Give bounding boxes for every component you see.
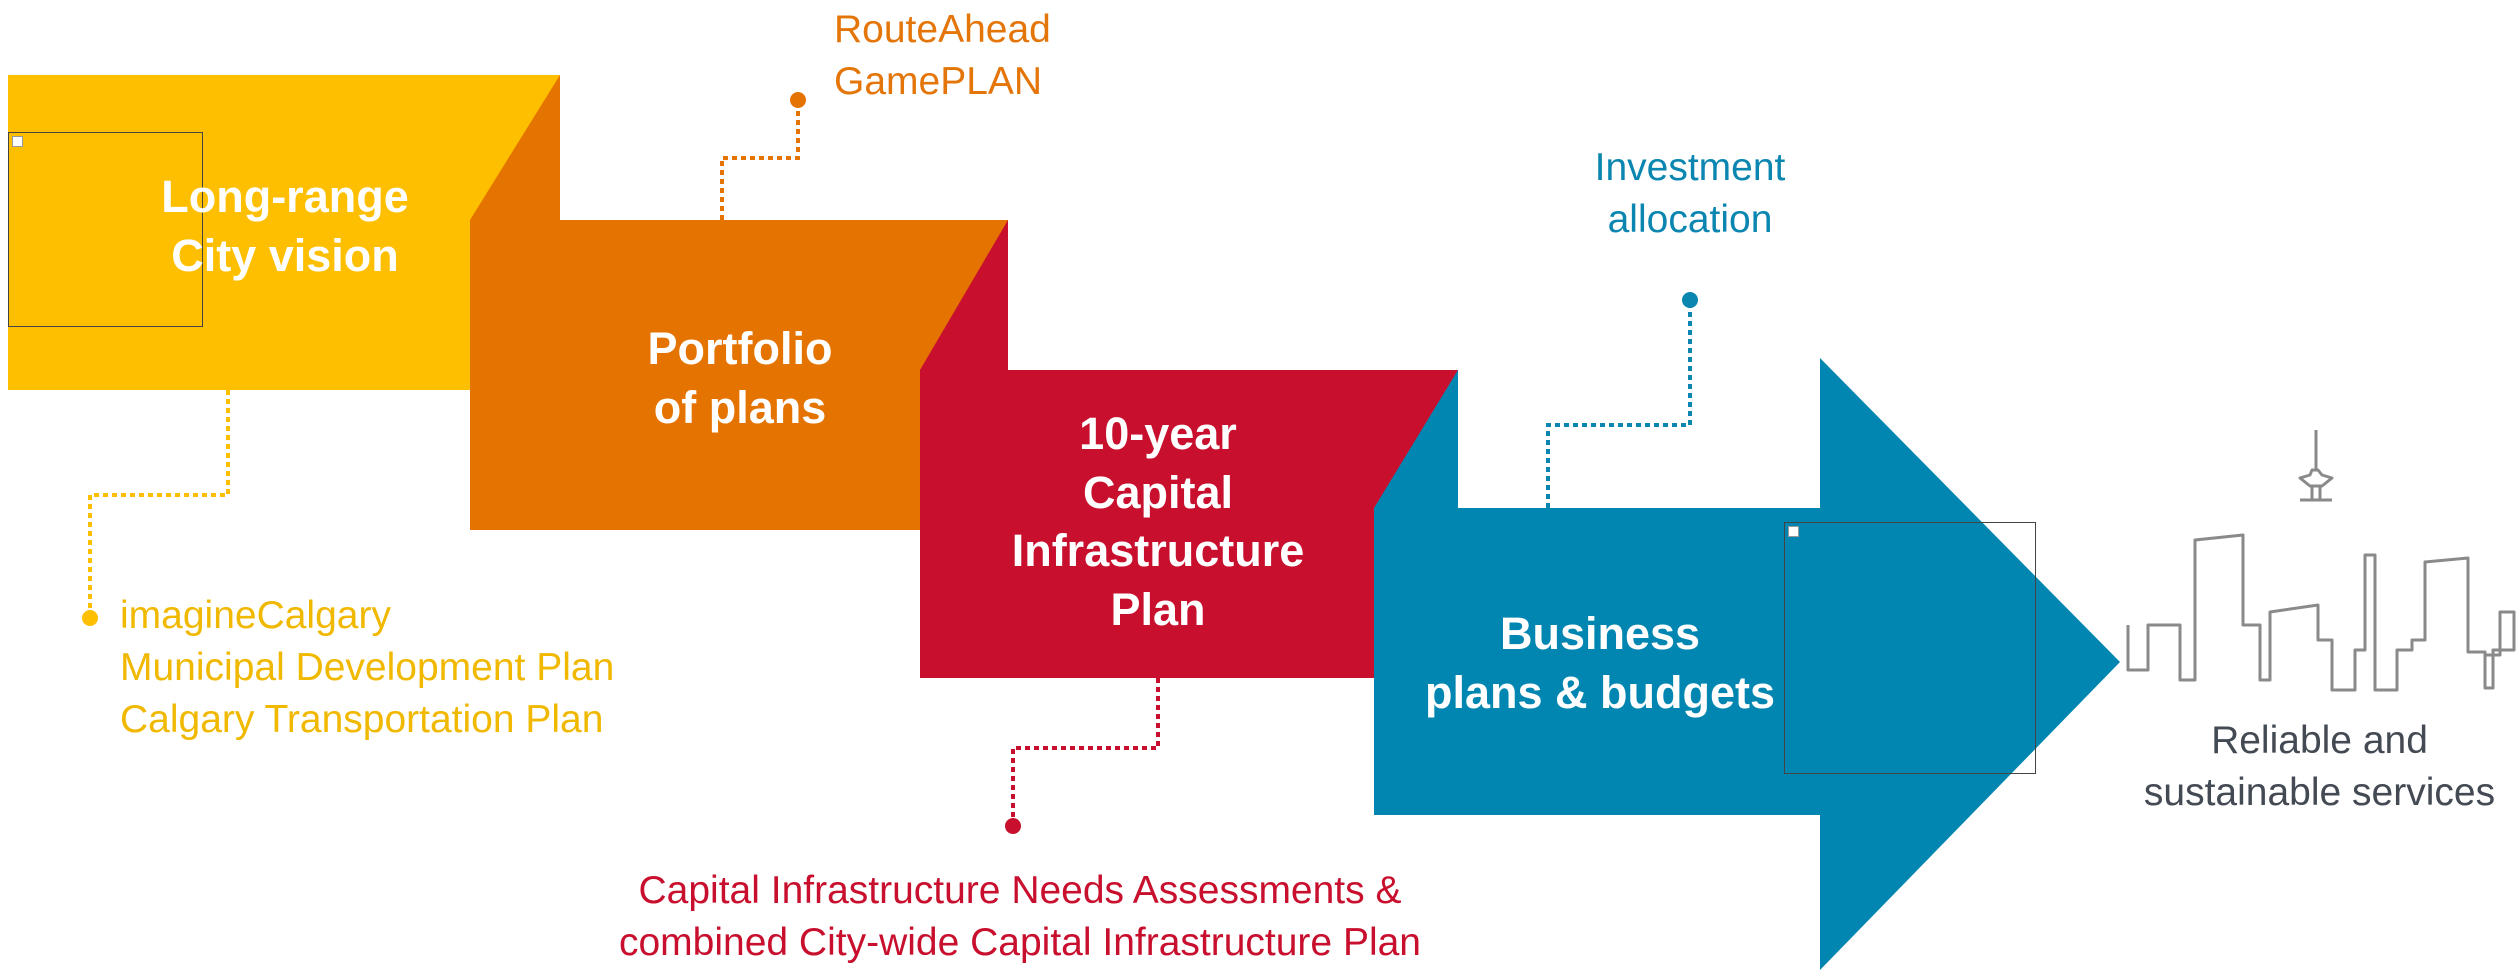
stage-portfolio-label: Portfolio of plans bbox=[647, 323, 833, 433]
broken-image-icon bbox=[12, 136, 23, 147]
annotation-route-ahead: RouteAhead GamePLAN bbox=[834, 8, 1051, 103]
broken-image-icon bbox=[1788, 526, 1799, 537]
connector-dot-imagine bbox=[82, 610, 98, 626]
stage-business-arrow bbox=[1374, 358, 2120, 970]
connector-dot-investment bbox=[1682, 292, 1698, 308]
city-skyline-icon bbox=[2126, 430, 2516, 692]
stage-capital-label: 10-year Capital Infrastructure Plan bbox=[1011, 408, 1305, 635]
connector-imagine bbox=[88, 390, 230, 618]
annotation-imagine: imagineCalgary Municipal Development Pla… bbox=[120, 594, 615, 741]
annotation-investment: Investment allocation bbox=[1594, 146, 1786, 241]
connector-route-ahead bbox=[720, 100, 800, 220]
stage-business-label: Business plans & budgets bbox=[1424, 608, 1776, 718]
annotation-capital-needs: Capital Infrastructure Needs Assessments… bbox=[618, 869, 1421, 964]
stage-portfolio-shape bbox=[470, 75, 1008, 530]
image-placeholder-right bbox=[1784, 522, 2036, 774]
connector-capital-needs bbox=[1011, 678, 1160, 826]
connector-investment bbox=[1546, 300, 1692, 508]
connector-dot-capital-needs bbox=[1005, 818, 1021, 834]
stage-long-range-shape bbox=[8, 75, 560, 390]
stage-long-range-label: Long-range City vision bbox=[161, 171, 409, 281]
stage-capital-shape bbox=[920, 220, 1458, 678]
connector-dot-route-ahead bbox=[790, 92, 806, 108]
outcome-caption: Reliable and sustainable services bbox=[2143, 719, 2496, 814]
image-placeholder-left bbox=[8, 132, 203, 327]
